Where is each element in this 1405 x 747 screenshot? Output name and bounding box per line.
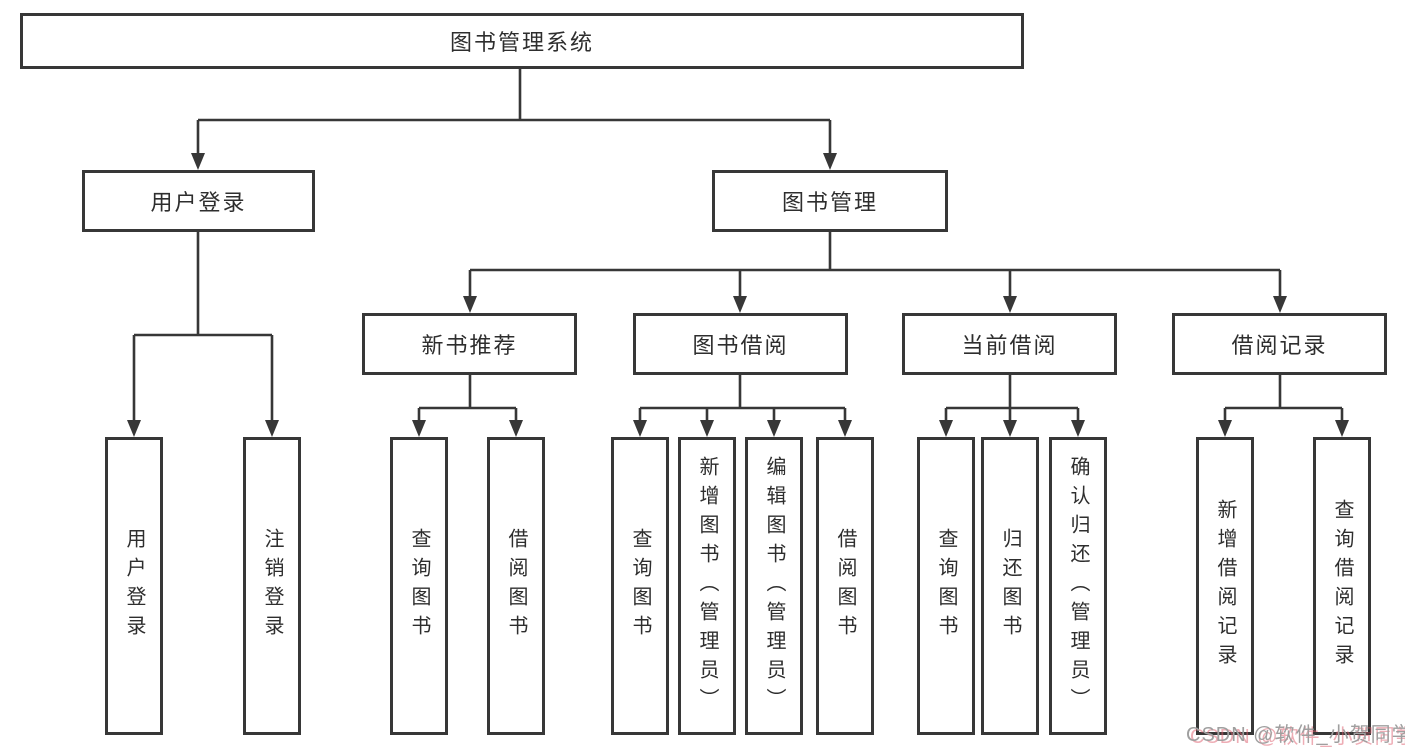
node-new-book-recommend-label: 新书推荐	[421, 333, 518, 358]
leaf-confirm-return-admin: 确认归还（管理员）	[1049, 437, 1107, 735]
node-new-book-recommend: 新书推荐	[362, 313, 577, 375]
leaf-borrowing-query-books: 查询图书	[611, 437, 669, 735]
leaf-current-query-books-label: 查询图书	[935, 528, 957, 644]
leaf-confirm-return-admin-label: 确认归还（管理员）	[1067, 455, 1089, 717]
leaf-recommend-query-books: 查询图书	[390, 437, 448, 735]
leaf-borrow-books-label: 借阅图书	[834, 528, 856, 644]
node-borrowing-records: 借阅记录	[1172, 313, 1387, 375]
leaf-add-books-admin: 新增图书（管理员）	[678, 437, 736, 735]
leaf-add-borrow-record: 新增借阅记录	[1196, 437, 1254, 735]
leaf-edit-books-admin-label: 编辑图书（管理员）	[763, 455, 785, 717]
node-user-login-label: 用户登录	[150, 190, 247, 215]
leaf-logout-label: 注销登录	[261, 528, 283, 644]
node-book-borrowing-label: 图书借阅	[692, 333, 789, 358]
leaf-query-borrow-record-label: 查询借阅记录	[1331, 499, 1353, 673]
watermark: CSDN @软件_小贺同学	[1186, 724, 1405, 746]
leaf-return-books: 归还图书	[981, 437, 1039, 735]
leaf-current-query-books: 查询图书	[917, 437, 975, 735]
node-book-management-label: 图书管理	[781, 190, 878, 215]
node-user-login: 用户登录	[82, 170, 315, 232]
node-book-management: 图书管理	[712, 170, 948, 232]
node-root: 图书管理系统	[20, 13, 1024, 69]
node-book-borrowing: 图书借阅	[633, 313, 848, 375]
leaf-add-books-admin-label: 新增图书（管理员）	[696, 455, 718, 717]
leaf-borrowing-query-books-label: 查询图书	[629, 528, 651, 644]
leaf-borrow-books: 借阅图书	[816, 437, 874, 735]
leaf-user-login-label: 用户登录	[123, 528, 145, 644]
leaf-query-borrow-record: 查询借阅记录	[1313, 437, 1371, 735]
node-borrowing-records-label: 借阅记录	[1231, 333, 1328, 358]
leaf-user-login: 用户登录	[105, 437, 163, 735]
node-current-borrowing-label: 当前借阅	[961, 333, 1058, 358]
leaf-recommend-borrow-books: 借阅图书	[487, 437, 545, 735]
leaf-return-books-label: 归还图书	[999, 528, 1021, 644]
leaf-recommend-query-books-label: 查询图书	[408, 528, 430, 644]
leaf-add-borrow-record-label: 新增借阅记录	[1214, 499, 1236, 673]
node-current-borrowing: 当前借阅	[902, 313, 1117, 375]
leaf-logout: 注销登录	[243, 437, 301, 735]
node-root-label: 图书管理系统	[449, 30, 594, 55]
leaf-recommend-borrow-books-label: 借阅图书	[505, 528, 527, 644]
leaf-edit-books-admin: 编辑图书（管理员）	[745, 437, 803, 735]
